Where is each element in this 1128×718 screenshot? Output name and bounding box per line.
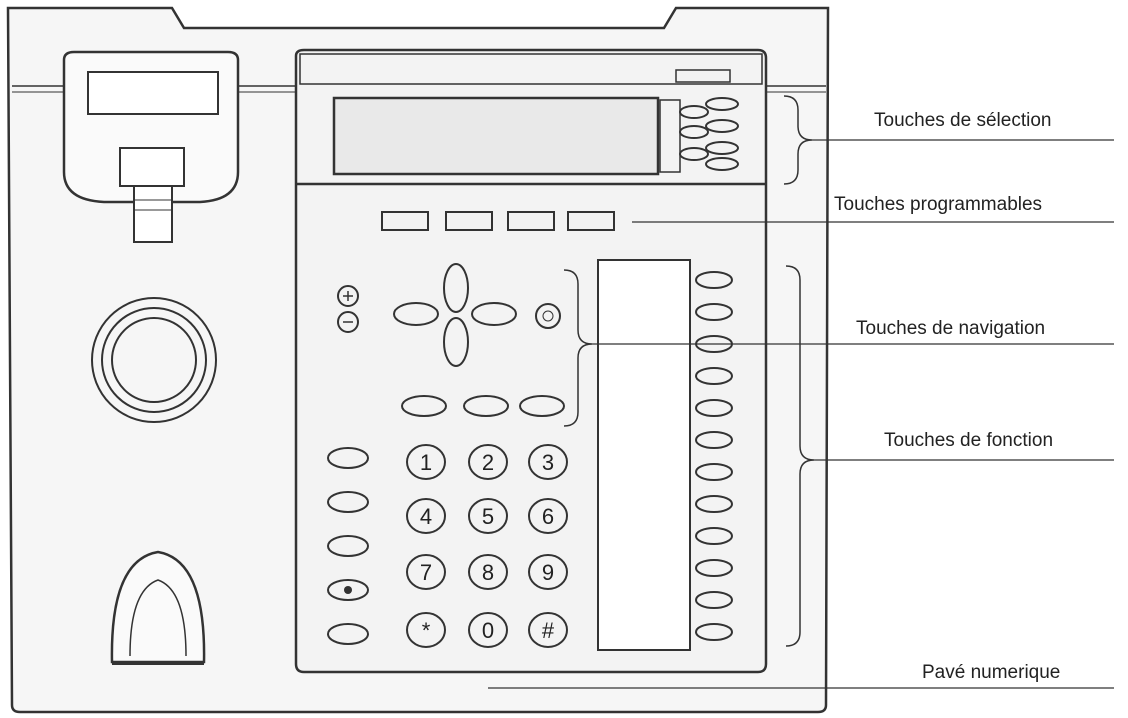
key-1-label: 1 (420, 450, 432, 475)
nav-key-right[interactable] (519, 395, 565, 417)
selection-key-3[interactable] (705, 141, 739, 155)
key-0[interactable] (468, 612, 508, 648)
arrow-left-icon[interactable] (393, 302, 439, 326)
key-hash[interactable] (528, 612, 568, 648)
function-key-4[interactable] (695, 367, 733, 385)
navigation-keys-label: Touches de navigation (856, 318, 1046, 339)
selection-key-4[interactable] (705, 157, 739, 171)
programmable-keys-label: Touches programmables (834, 194, 1043, 215)
key-6[interactable] (528, 498, 568, 534)
arrow-right-icon[interactable] (471, 302, 517, 326)
selection-key-1[interactable] (705, 97, 739, 111)
numeric-keypad[interactable] (406, 444, 568, 648)
key-4-label: 4 (420, 504, 432, 529)
phone-stand-icon (110, 550, 206, 665)
nav-key-menu[interactable] (463, 395, 509, 417)
key-8-label: 8 (482, 560, 494, 585)
left-key-2[interactable] (327, 491, 369, 513)
leader-lines (488, 139, 1114, 689)
function-key-9[interactable] (695, 527, 733, 545)
navigation-keys[interactable] (337, 263, 565, 417)
selection-key-2[interactable] (705, 119, 739, 133)
key-2-label: 2 (482, 450, 494, 475)
key-7[interactable] (406, 554, 446, 590)
arrow-down-icon[interactable] (443, 317, 469, 367)
key-hash-label: # (542, 618, 555, 643)
key-6-label: 6 (542, 504, 554, 529)
display-screen (332, 96, 660, 176)
key-2[interactable] (468, 444, 508, 480)
left-function-keys[interactable] (327, 447, 369, 645)
key-8[interactable] (468, 554, 508, 590)
key-9[interactable] (528, 554, 568, 590)
left-key-5[interactable] (327, 623, 369, 645)
function-key-2[interactable] (695, 303, 733, 321)
volume-down-button[interactable] (337, 311, 359, 333)
soft-key-2[interactable] (445, 211, 493, 231)
key-star-label: * (422, 618, 431, 643)
key-7-label: 7 (420, 560, 432, 585)
function-key-7[interactable] (695, 463, 733, 481)
function-key-6[interactable] (695, 431, 733, 449)
nav-key-left[interactable] (401, 395, 447, 417)
left-key-3[interactable] (327, 535, 369, 557)
key-1[interactable] (406, 444, 446, 480)
function-key-11[interactable] (695, 591, 733, 609)
programmable-keys[interactable] (381, 211, 615, 231)
volume-up-button[interactable] (337, 285, 359, 307)
keypad-label: Pavé numerique (922, 662, 1061, 683)
key-4[interactable] (406, 498, 446, 534)
soft-key-1[interactable] (381, 211, 429, 231)
keypad-labels: 1 2 3 4 5 6 7 8 9 * 0 # (420, 450, 555, 643)
key-5-label: 5 (482, 504, 494, 529)
speaker-grille-icon (91, 297, 217, 423)
function-key-1[interactable] (695, 271, 733, 289)
key-3[interactable] (528, 444, 568, 480)
key-3-label: 3 (542, 450, 554, 475)
function-key-8[interactable] (695, 495, 733, 513)
function-keys[interactable] (695, 271, 733, 641)
function-key-10[interactable] (695, 559, 733, 577)
key-0-label: 0 (482, 618, 494, 643)
ok-button[interactable] (535, 303, 561, 329)
selection-keys[interactable] (659, 97, 739, 173)
left-key-4[interactable] (327, 579, 369, 601)
arrow-up-icon[interactable] (443, 263, 469, 313)
key-star[interactable] (406, 612, 446, 648)
function-label-strip (597, 259, 691, 651)
function-keys-label: Touches de fonction (884, 430, 1054, 451)
key-5[interactable] (468, 498, 508, 534)
selection-keys-label: Touches de sélection (874, 110, 1052, 131)
function-key-5[interactable] (695, 399, 733, 417)
function-key-12[interactable] (695, 623, 733, 641)
left-key-1[interactable] (327, 447, 369, 469)
soft-key-3[interactable] (507, 211, 555, 231)
soft-key-4[interactable] (567, 211, 615, 231)
key-9-label: 9 (542, 560, 554, 585)
handset-cradle-icon (62, 50, 240, 243)
